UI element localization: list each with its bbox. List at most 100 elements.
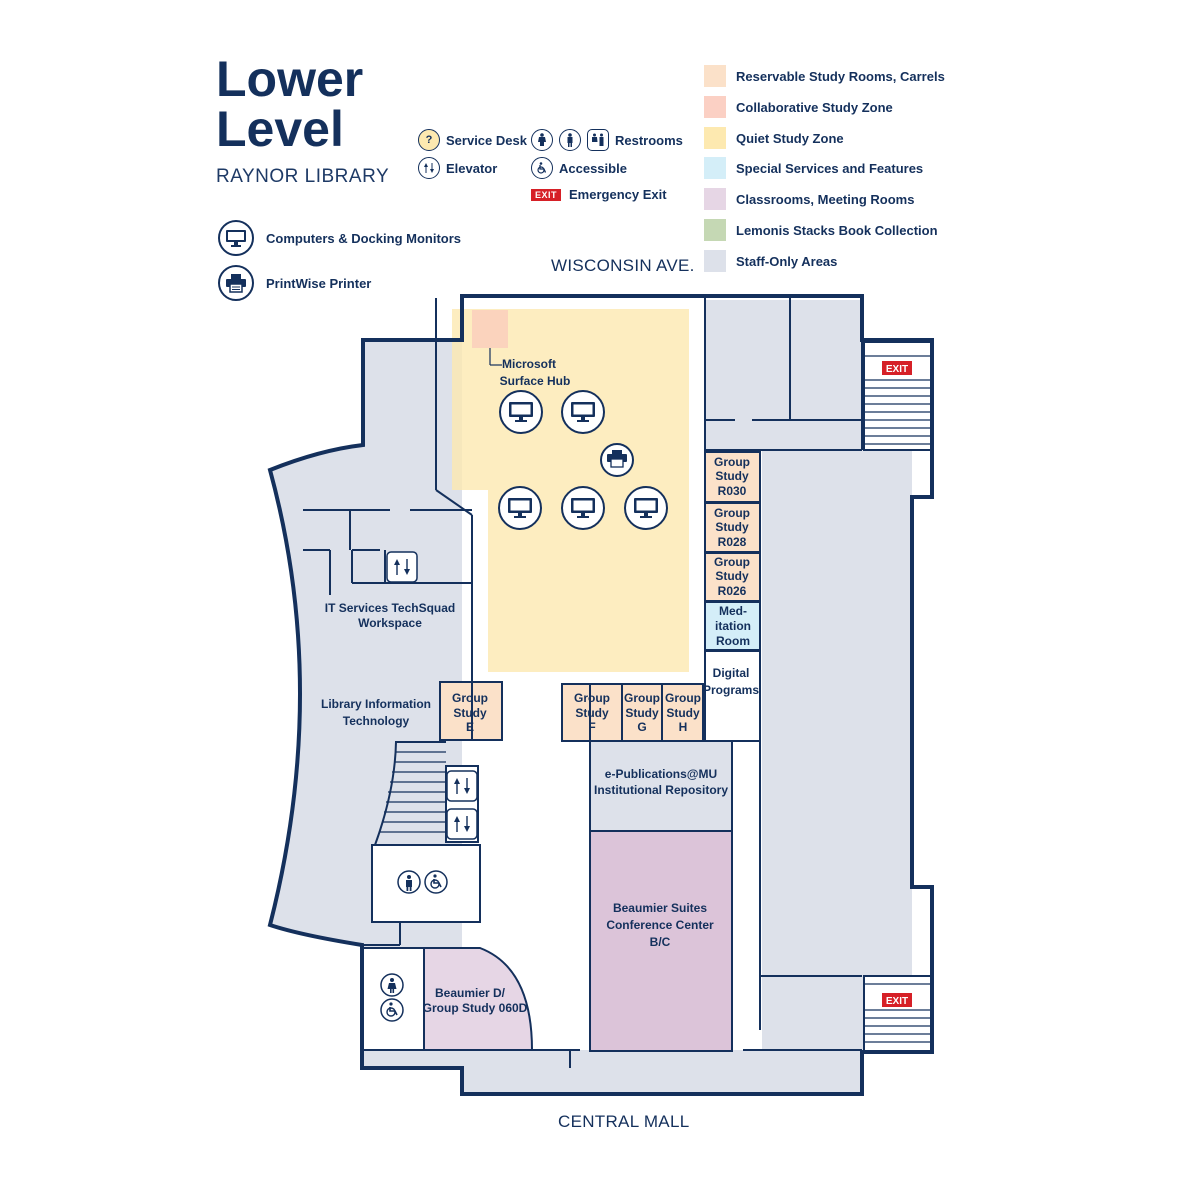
room-label: Group [452,691,488,705]
room-label: B/C [650,935,671,949]
legend-restrooms-label: Restrooms [615,132,683,148]
color-legend-label: Collaborative Study Zone [736,99,893,115]
room-label: Group [714,506,750,520]
room-label: Institutional Repository [594,783,728,797]
room-label: F [588,720,595,734]
page-title: Lower Level [216,54,363,154]
exterior-walls [267,294,934,1096]
restroom-icon [397,870,421,894]
legend-swatch [704,157,726,179]
legend-elevator: Elevator [418,157,497,179]
street-label-south: CENTRAL MALL [558,1112,690,1131]
color-legend-item: Quiet Study Zone [704,127,844,149]
room-label: R030 [718,484,747,498]
legend-accessible-label: Accessible [559,160,627,176]
legend-emergency-exit-label: Emergency Exit [569,187,667,202]
elevator-icon [446,808,478,840]
interior-walls [303,298,862,1068]
legend-swatch [704,127,726,149]
color-legend-label: Quiet Study Zone [736,130,844,146]
room-label: Group Study 060D [423,1001,528,1015]
legend-swatch [704,250,726,272]
monitor-icon [624,486,668,530]
legend-service-desk-label: Service Desk [446,132,527,148]
restroom-icon [587,129,609,151]
color-legend-label: Classrooms, Meeting Rooms [736,191,915,207]
staff-area-east [762,340,912,1050]
room-label: Group [714,455,750,469]
room-label: E [466,720,474,734]
restroom-icon [531,129,553,151]
monitor-icon [498,486,542,530]
stairs-northeast [863,341,933,451]
legend-swatch [704,188,726,210]
room-label: itation [715,619,751,633]
room-label: Group [624,691,660,705]
color-legend-label: Staff-Only Areas [736,253,838,269]
exit-sign-northeast [882,361,912,375]
exit-sign-southeast [882,993,912,1007]
exit-sign-text: EXIT [886,364,908,375]
room-label: Workspace [358,616,422,630]
room-label: Study [625,706,659,720]
legend-swatch [704,65,726,87]
room-label: Microsoft [502,357,556,371]
room-label: R028 [718,535,747,549]
color-legend-item: Reservable Study Rooms, Carrels [704,65,945,87]
color-legend-label: Special Services and Features [736,160,924,176]
legend-printer: PrintWise Printer [218,265,371,301]
color-legend-item: Staff-Only Areas [704,250,837,272]
room-label: H [679,720,688,734]
room-r026[interactable] [704,552,761,602]
room-label: Study [715,469,749,483]
room-label: Group [665,691,701,705]
room-study-h[interactable] [661,683,704,742]
legend-service-desk: ? Service Desk [418,129,527,151]
beaumier-suites-bc[interactable] [589,830,733,1052]
legend-computers-label: Computers & Docking Monitors [266,230,462,246]
legend-printer-label: PrintWise Printer [266,275,372,291]
legend-emergency-exit: EXIT Emergency Exit [531,187,667,202]
street-label-north: WISCONSIN AVE. [551,256,695,275]
monitor-icon [218,220,254,256]
elevator-icon [418,157,440,179]
printer-icon [600,443,634,477]
room-label: Room [716,634,750,648]
room-label: Study [715,569,749,583]
monitor-icon [499,390,543,434]
room-label: Study [666,706,700,720]
elevator-icon [446,770,478,802]
room-label: Study [575,706,609,720]
monitor-icon [561,390,605,434]
room-label: Conference Center [606,918,714,932]
epublications-room[interactable] [589,740,733,832]
legend-accessible: Accessible [531,157,627,179]
exit-sign-icon: EXIT [531,188,562,201]
room-label: R026 [718,584,747,598]
question-icon: ? [418,129,440,151]
stairs-southeast [863,975,933,1053]
room-label: IT Services TechSquad [325,601,456,615]
printer-icon [218,265,254,301]
color-legend-item: Lemonis Stacks Book Collection [704,219,938,241]
room-label: Programs [703,683,759,697]
room-label: Study [453,706,487,720]
staff-area-south [462,1050,862,1094]
color-legend-item: Special Services and Features [704,157,923,179]
restroom-icon [380,973,404,997]
legend-elevator-label: Elevator [446,160,498,176]
elevator-icon [386,551,418,583]
legend-computers: Computers & Docking Monitors [218,220,461,256]
exit-sign-text: EXIT [886,996,908,1007]
title-line-1: Lower [216,51,364,107]
color-legend-label: Lemonis Stacks Book Collection [736,222,938,238]
room-label: Surface Hub [500,374,571,388]
meditation-room[interactable] [704,601,761,651]
room-label: G [637,720,646,734]
legend-restrooms: Restrooms [531,129,683,151]
library-name: RAYNOR LIBRARY [216,166,390,187]
color-legend-item: Collaborative Study Zone [704,96,893,118]
room-study-f[interactable] [561,683,623,742]
room-label: Library Information [321,697,431,711]
stairs-west [380,741,446,833]
